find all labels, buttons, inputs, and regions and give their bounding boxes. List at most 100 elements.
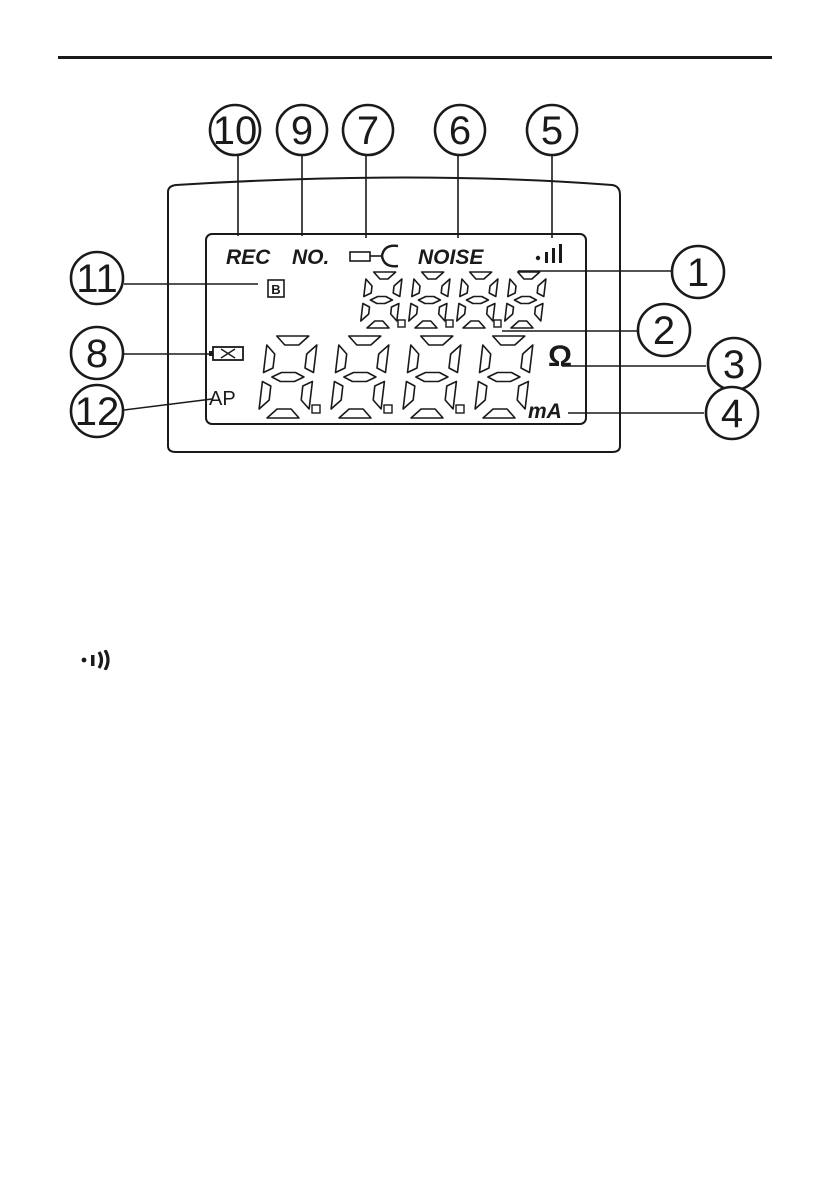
secondary-digit-2 — [409, 272, 450, 328]
segment-d — [463, 321, 485, 328]
callout-12: 12 — [71, 385, 123, 437]
segment-g — [272, 373, 304, 382]
callout-7: 7 — [343, 105, 393, 155]
noise-indicator: NOISE — [418, 246, 484, 269]
segment-f — [480, 345, 491, 373]
callout-3: 3 — [708, 338, 760, 390]
segment-c — [373, 382, 384, 410]
callout-6-label: 6 — [449, 109, 471, 153]
callout-4-label: 4 — [721, 392, 743, 436]
callout-5-label: 5 — [541, 109, 563, 153]
main-decimal-point-2 — [384, 405, 392, 413]
segment-d — [339, 409, 371, 418]
callout-4: 4 — [706, 387, 758, 439]
secondary-decimal-point-2 — [446, 320, 453, 327]
segment-a — [493, 336, 525, 345]
callout-11-label: 11 — [76, 257, 118, 301]
segment-g — [514, 297, 536, 304]
segment-f — [460, 279, 468, 297]
segment-f — [264, 345, 275, 373]
main-decimal-point-1 — [312, 405, 320, 413]
segment-a — [277, 336, 309, 345]
secondary-digit-display — [361, 272, 546, 328]
segment-f — [408, 345, 419, 373]
callout-10-label: 10 — [213, 109, 258, 153]
signal-strength-icon — [80, 650, 114, 670]
callout-7-label: 7 — [357, 109, 379, 153]
segment-c — [517, 382, 528, 410]
segment-e — [259, 382, 271, 410]
rec-indicator: REC — [226, 246, 271, 269]
main-digit-2 — [331, 336, 389, 418]
segment-c — [487, 304, 495, 322]
segment-a — [421, 336, 453, 345]
segment-e — [403, 382, 415, 410]
segment-f — [412, 279, 420, 297]
segment-c — [535, 304, 543, 322]
segment-a — [422, 272, 444, 279]
segment-e — [331, 382, 343, 410]
segment-e — [475, 382, 487, 410]
segment-c — [439, 304, 447, 322]
secondary-digit-1 — [361, 272, 402, 328]
segment-c — [391, 304, 399, 322]
segment-c — [445, 382, 456, 410]
segment-e — [409, 304, 418, 322]
segment-g — [344, 373, 376, 382]
segment-d — [511, 321, 533, 328]
callout-11: 11 — [71, 252, 123, 304]
segment-b — [441, 279, 450, 297]
main-digit-1 — [259, 336, 317, 418]
secondary-decimal-point-3 — [494, 320, 501, 327]
auto-power-off-indicator: AP — [209, 388, 236, 410]
segment-b — [393, 279, 402, 297]
callout-6: 6 — [435, 105, 485, 155]
callout-9: 9 — [277, 105, 327, 155]
callout-1: 1 — [672, 246, 724, 298]
main-decimal-point-3 — [456, 405, 464, 413]
callout-12-label: 12 — [75, 390, 120, 434]
segment-g — [488, 373, 520, 382]
memory-box-indicator: B — [268, 280, 284, 297]
segment-b — [449, 345, 461, 373]
segment-d — [415, 321, 437, 328]
callout-9-label: 9 — [291, 109, 313, 153]
segment-b — [377, 345, 389, 373]
segment-e — [457, 304, 466, 322]
main-digit-display — [259, 336, 533, 418]
callout-8-label: 8 — [86, 332, 108, 376]
segment-e — [361, 304, 370, 322]
callout-10: 10 — [210, 105, 260, 155]
clamp-icon — [350, 246, 398, 267]
main-digit-4 — [475, 336, 533, 418]
segment-g — [418, 297, 440, 304]
callout-8: 8 — [71, 327, 123, 379]
number-indicator: NO. — [292, 246, 329, 269]
callout-2-label: 2 — [653, 309, 675, 353]
segment-a — [470, 272, 492, 279]
segment-d — [367, 321, 389, 328]
signal-strength-icon — [536, 244, 562, 263]
segment-f — [364, 279, 372, 297]
callout-1-label: 1 — [687, 251, 709, 295]
main-digit-3 — [403, 336, 461, 418]
segment-d — [267, 409, 299, 418]
battery-icon — [209, 347, 243, 360]
segment-b — [305, 345, 317, 373]
segment-c — [301, 382, 312, 410]
memory-box-letter: B — [271, 282, 280, 297]
secondary-digit-3 — [457, 272, 498, 328]
callout-5: 5 — [527, 105, 577, 155]
segment-f — [508, 279, 516, 297]
segment-b — [489, 279, 498, 297]
segment-f — [336, 345, 347, 373]
segment-a — [518, 272, 540, 279]
segment-b — [537, 279, 546, 297]
segment-a — [349, 336, 381, 345]
segment-g — [466, 297, 488, 304]
segment-g — [416, 373, 448, 382]
callout-3-label: 3 — [723, 343, 745, 387]
callout-2: 2 — [638, 304, 690, 356]
segment-d — [411, 409, 443, 418]
